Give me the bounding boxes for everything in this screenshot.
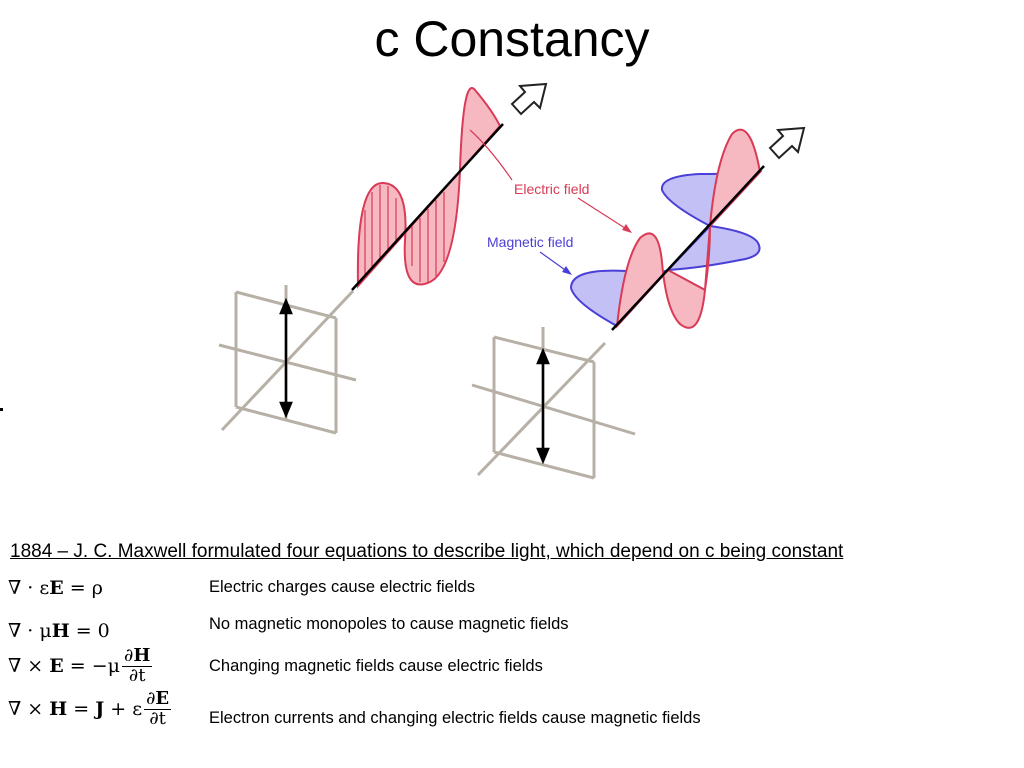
em-wave-diagram: Electric field Magnetic field bbox=[218, 82, 806, 480]
slide-title: c Constancy bbox=[374, 11, 650, 67]
electric-field-label: Electric field bbox=[514, 181, 589, 197]
equation-description: Electron currents and changing electric … bbox=[209, 709, 701, 727]
left-charge-arrow bbox=[279, 297, 293, 419]
gauss-law-equation: ∇ · εE = ρ bbox=[8, 577, 103, 599]
faraday-law-equation: ∇ × E = −μ ∂H∂t bbox=[8, 645, 153, 686]
stray-dot bbox=[0, 408, 3, 411]
right-direction-arrow-icon bbox=[768, 126, 806, 160]
right-electric-wave bbox=[611, 128, 765, 331]
right-charge-arrow bbox=[536, 347, 550, 465]
left-electric-wave bbox=[351, 87, 504, 291]
magnetic-field-label: Magnetic field bbox=[487, 234, 573, 250]
equation-description: No magnetic monopoles to cause magnetic … bbox=[209, 615, 569, 633]
right-antenna-frame bbox=[471, 327, 636, 480]
maxwell-statement: 1884 – J. C. Maxwell formulated four equ… bbox=[10, 541, 844, 562]
magnetic-field-pointer bbox=[539, 251, 572, 275]
left-direction-arrow-icon bbox=[510, 82, 548, 116]
electric-field-pointer bbox=[469, 129, 632, 233]
gauss-magnetism-equation: ∇ · μH = 0 bbox=[8, 620, 110, 642]
equation-description: Changing magnetic fields cause electric … bbox=[209, 657, 543, 675]
equation-description: Electric charges cause electric fields bbox=[209, 578, 475, 596]
ampere-maxwell-equation: ∇ × H = J + ε ∂E∂t bbox=[8, 688, 172, 729]
